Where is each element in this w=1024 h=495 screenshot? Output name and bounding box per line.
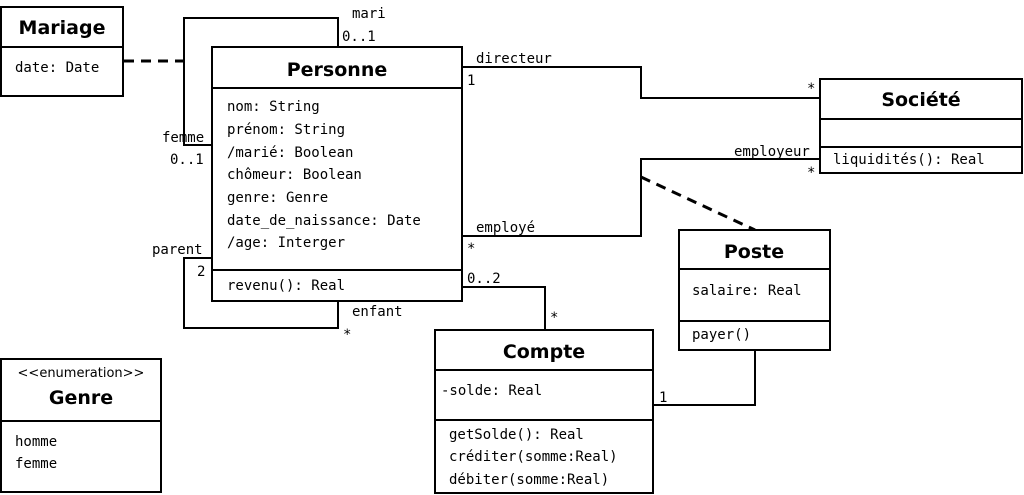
class-societe: Société liquidités(): Real [819,78,1023,174]
class-personne: Personne nom: String prénom: String /mar… [211,46,463,302]
multiplicity-societe-directeur: * [807,81,815,97]
role-enfant: enfant [352,304,403,320]
assoc-compte-poste [653,350,756,406]
role-parent: parent [152,242,203,258]
class-personne-attribute: genre: Genre [227,190,328,206]
enum-genre-name: Genre [49,387,113,409]
multiplicity-directeur: 1 [467,73,475,89]
multiplicity-compte-poste: 1 [659,390,667,406]
class-poste-box [678,229,831,351]
class-compte-operation: créditer(somme:Real) [449,449,618,465]
class-mariage-attribute: date: Date [15,60,99,76]
class-societe-box [819,78,1023,174]
role-employe: employé [476,220,535,236]
class-personne-attribute: nom: String [227,99,320,115]
class-mariage-name: Mariage [19,17,106,39]
multiplicity-personne-compte: 0..2 [467,271,501,287]
enum-genre: <<enumeration>> Genre homme femme [0,358,162,493]
multiplicity-employe: * [467,241,475,257]
role-mari: mari [352,6,386,22]
class-poste: Poste salaire: Real payer() [678,229,831,351]
enum-genre-box [0,358,162,493]
enum-genre-stereotype: <<enumeration>> [18,366,145,381]
class-personne-attribute: chômeur: Boolean [227,167,362,183]
class-compte-operation: débiter(somme:Real) [449,472,609,488]
class-personne-attribute: /age: Interger [227,235,345,251]
assoc-directeur [462,66,820,99]
class-personne-name: Personne [287,59,387,81]
enum-genre-literal: homme [15,434,57,450]
multiplicity-compte: * [550,310,558,326]
class-societe-operation: liquidités(): Real [833,152,985,168]
class-compte-name: Compte [503,341,585,363]
class-mariage-box [0,6,124,97]
assoc-personne-compte [462,286,546,330]
class-compte-attribute: -solde: Real [441,383,542,399]
class-poste-attribute: salaire: Real [692,283,802,299]
multiplicity-femme: 0..1 [170,152,204,168]
class-poste-operation: payer() [692,327,751,343]
multiplicity-mari: 0..1 [342,29,376,45]
class-personne-box [211,46,463,302]
role-employeur: employeur [734,144,810,160]
assoc-emploi [462,158,820,237]
multiplicity-parent: 2 [197,264,205,280]
class-compte: Compte -solde: Real getSolde(): Real cré… [434,329,654,494]
role-femme: femme [162,130,204,146]
assoc-mari-femme [183,17,339,146]
class-personne-attribute: date_de_naissance: Date [227,213,421,229]
class-personne-attribute: /marié: Boolean [227,145,353,161]
assoc-class-link-poste [640,175,756,232]
class-compte-box [434,329,654,494]
multiplicity-enfant: * [343,327,351,343]
class-poste-name: Poste [724,241,784,263]
class-personne-operation: revenu(): Real [227,278,345,294]
class-personne-attribute: prénom: String [227,122,345,138]
class-mariage: Mariage date: Date [0,6,124,97]
class-societe-name: Société [881,89,960,111]
class-compte-operation: getSolde(): Real [449,427,584,443]
enum-genre-literal: femme [15,456,57,472]
role-directeur: directeur [476,51,552,67]
assoc-parent-enfant [183,257,339,329]
multiplicity-employeur: * [807,165,815,181]
